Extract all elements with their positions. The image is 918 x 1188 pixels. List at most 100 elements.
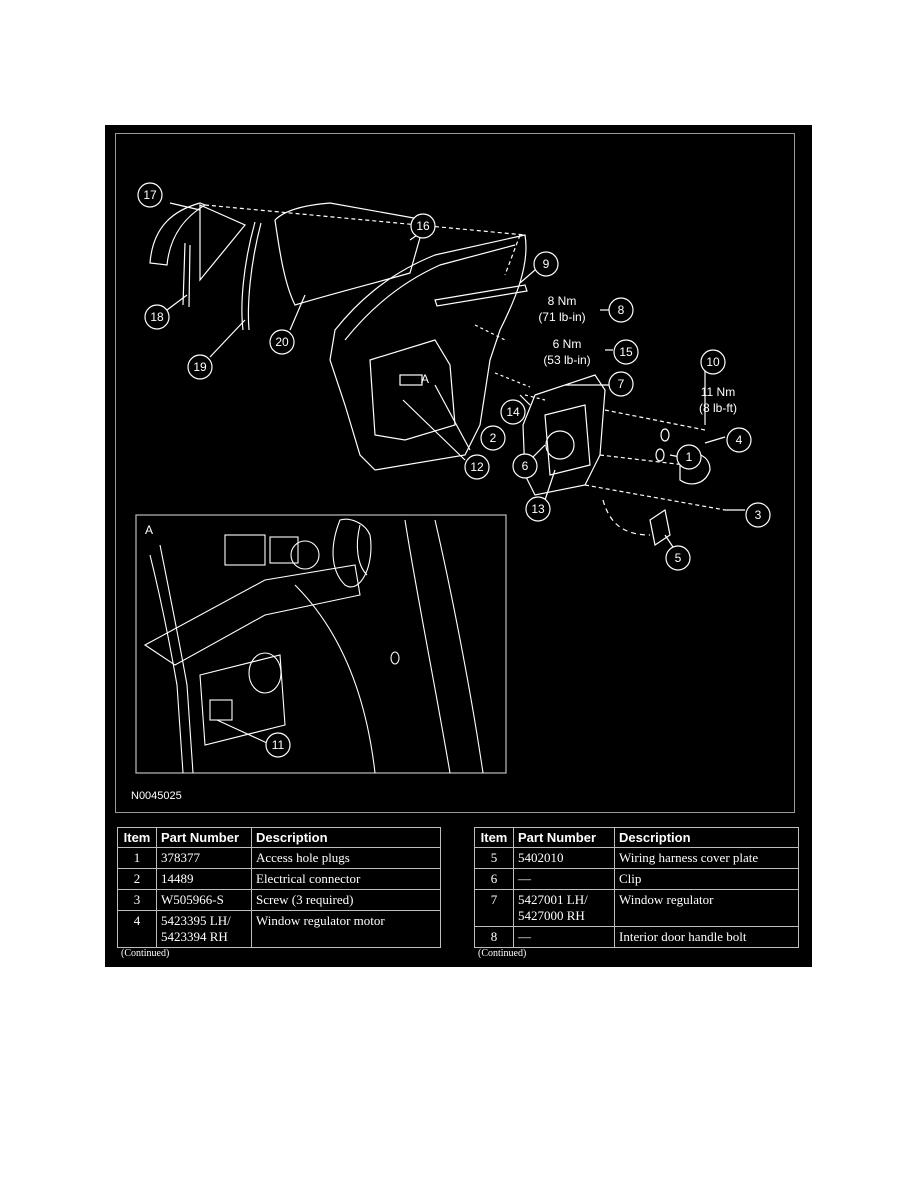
row-part-number: 378377: [156, 847, 252, 869]
callout-17-label: 17: [143, 188, 157, 202]
callout-16: [410, 213, 436, 239]
callout-20: [269, 329, 295, 355]
header-part-number: Part Number: [156, 827, 252, 848]
callout-1: [676, 444, 702, 470]
callout-3: [745, 502, 771, 528]
row-item: 3: [117, 889, 157, 911]
torque-15-nm: 6 Nm: [553, 337, 582, 351]
callout-7-label: 7: [618, 377, 625, 391]
callout-9-label: 9: [543, 257, 550, 271]
row-part-number: 5423395 LH/5423394 RH: [156, 910, 252, 948]
callout-3-label: 3: [755, 508, 762, 522]
torque-15-lb: (53 lb-in): [543, 353, 590, 367]
inset-speaker-opening: [332, 518, 372, 588]
part-number-line: 5427000 RH: [518, 908, 585, 923]
connector-detail: [399, 374, 423, 386]
row-part-number: 5402010: [513, 847, 615, 869]
callout-18-label: 18: [150, 310, 164, 324]
regulator-cable: [544, 404, 591, 476]
rear-quarter-glass: [149, 202, 207, 266]
callout-4: [726, 427, 752, 453]
callout-2-label: 2: [490, 431, 497, 445]
diagram-panel: 17 18 19 20 16 9 8 15 10 7 1 4 2 12 4 1 6…: [105, 125, 812, 967]
row-item: 6: [474, 868, 514, 890]
row-part-number: 14489: [156, 868, 252, 890]
quarter-glass-panel: [199, 204, 246, 282]
row-description: Clip: [614, 868, 799, 890]
row-description: Access hole plugs: [251, 847, 441, 869]
callout-19-label: 19: [193, 360, 207, 374]
callout-8-label: 8: [618, 303, 625, 317]
table-row: 5 5402010 Wiring harness cover plate: [474, 847, 799, 869]
row-description: Electrical connector: [251, 868, 441, 890]
table-row: 6 — Clip: [474, 868, 799, 890]
detail-a-inset: A 11: [135, 514, 507, 774]
callout-13: [525, 496, 551, 522]
glass-run-channel: [241, 221, 262, 331]
table-row: 4 5423395 LH/5423394 RH Window regulator…: [117, 910, 441, 948]
callout-20-label: 20: [275, 335, 289, 349]
row-description: Window regulator: [614, 889, 799, 927]
door-glass: [274, 202, 426, 306]
window-regulator: [522, 374, 606, 496]
table-row: 1 378377 Access hole plugs: [117, 847, 441, 869]
callout-19: [187, 354, 213, 380]
door-shell: [329, 234, 527, 471]
callout-13-label: 13: [531, 502, 545, 516]
row-description: Screw (3 required): [251, 889, 441, 911]
row-description: Interior door handle bolt: [614, 926, 799, 948]
part-number-line: 5423394 RH: [161, 929, 228, 944]
callout-9: [533, 251, 559, 277]
header-description: Description: [251, 827, 441, 848]
part-number-line: 5427001 LH/: [518, 892, 588, 907]
header-item: Item: [117, 827, 157, 848]
callout-8: [608, 297, 634, 323]
row-part-number: W505966-S: [156, 889, 252, 911]
row-description: Window regulator motor: [251, 910, 441, 948]
row-item: 4: [117, 910, 157, 948]
fastener-leader: [474, 324, 546, 401]
wiring-harness-cover-plate: [649, 509, 671, 546]
continued-note-right: (Continued): [478, 948, 527, 959]
table-header-row: Item Part Number Description: [474, 827, 799, 848]
parts-table-right: Item Part Number Description 5 5402010 W…: [474, 827, 799, 948]
callout-12-label: 12: [470, 460, 484, 474]
callout-11: [265, 732, 291, 758]
access-hole-plug: [655, 448, 665, 462]
callout-16-label: 16: [416, 219, 430, 233]
inset-electrical-connector: [248, 652, 282, 694]
callout-5-label: 5: [675, 551, 682, 565]
inset-label: A: [145, 523, 153, 537]
torque-8-lb: (71 lb-in): [538, 310, 585, 324]
inset-pulley: [290, 540, 320, 570]
table-row: 3 W505966-S Screw (3 required): [117, 889, 441, 911]
callout-12: [464, 454, 490, 480]
regulator-pulley: [545, 430, 575, 460]
callout-11-label: 11: [272, 738, 285, 752]
table-header-row: Item Part Number Description: [117, 827, 441, 848]
inset-regulator-rail: [143, 564, 361, 666]
callout-10-label: 10: [706, 355, 720, 369]
door-exploded-illustration: 17 18 19 20 16 9 8 15 10 7 14 2 12 4 1 6…: [135, 182, 771, 774]
row-part-number: —: [513, 926, 615, 948]
row-item: 5: [474, 847, 514, 869]
header-part-number: Part Number: [513, 827, 615, 848]
callout-10: [700, 349, 726, 375]
belt-molding: [434, 284, 528, 307]
motor-guide-line: [584, 409, 726, 511]
callout-4-label: 4: [736, 433, 743, 447]
inset-pillar: [149, 554, 184, 774]
detail-a-marker: A: [421, 372, 429, 386]
inset-door-edge: [404, 519, 451, 774]
division-bar: [182, 242, 191, 308]
callout-15-label: 15: [619, 345, 633, 359]
door-frame-inner: [344, 244, 516, 341]
callout-1-label: 1: [686, 450, 693, 464]
callout-17: [137, 182, 163, 208]
access-hole-plug: [660, 428, 670, 442]
row-item: 1: [117, 847, 157, 869]
callout-18: [144, 304, 170, 330]
row-description: Wiring harness cover plate: [614, 847, 799, 869]
row-item: 2: [117, 868, 157, 890]
callout-14: [500, 399, 526, 425]
